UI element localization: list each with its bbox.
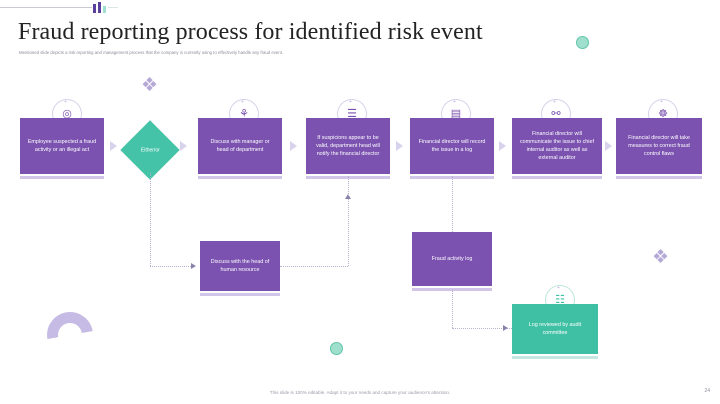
step-6-label: Financial director will take measures to… [628, 135, 690, 157]
process-box-step-1[interactable]: Employee suspected a fraud activity or a… [20, 118, 104, 174]
branch-line-vertical [150, 173, 151, 266]
step-5-icon-glyph: ⚯ [551, 107, 561, 120]
step-4-label: Financial director will record the issue… [418, 139, 486, 153]
box-shadow-bar [512, 356, 598, 359]
plus-accent-icon: + [553, 99, 556, 105]
process-box-step-3[interactable]: If suspicions appear to be valid, depart… [306, 118, 390, 174]
step-1-label: Employee suspected a fraud activity or a… [27, 139, 97, 153]
connector-arrow-3 [290, 141, 297, 151]
branch-arrowhead [191, 263, 196, 269]
box-shadow-bar [616, 176, 702, 179]
audit-step-icon-glyph: ☷ [555, 293, 565, 306]
process-box-step-5[interactable]: Financial director will communicate the … [512, 118, 602, 174]
step-4-icon-glyph: ▤ [450, 107, 462, 120]
four-point-star-icon: ❖ [141, 75, 159, 96]
process-box-fraud-log[interactable]: Fraud activity log [412, 232, 492, 286]
log-to-audit-line-vertical [452, 290, 453, 328]
connector-arrow-1 [110, 141, 117, 151]
hr-to-step3-line-vertical [348, 199, 349, 266]
decision-label: Either/or [140, 147, 160, 153]
box-shadow-bar [198, 176, 282, 179]
box-shadow-bar [512, 176, 602, 179]
plus-accent-icon: + [64, 99, 67, 105]
hr-to-step3-arrowhead [345, 194, 351, 199]
plus-accent-icon: + [660, 99, 663, 105]
top-accent-bars [93, 2, 106, 13]
connector-arrow-4 [396, 141, 403, 151]
plus-accent-icon: + [453, 99, 456, 105]
plus-accent-icon: + [557, 285, 560, 291]
step-2-icon-glyph: ⚘ [239, 107, 249, 120]
connector-arrow-5 [499, 141, 506, 151]
box-shadow-bar [412, 288, 492, 291]
process-box-hr[interactable]: Discuss with the head of human resource [200, 241, 280, 291]
page-subtitle: Mentioned slide depicts a risk reporting… [19, 50, 284, 55]
branch-line-horizontal [150, 266, 193, 267]
page-number: 24 [704, 388, 710, 394]
process-box-step-4[interactable]: Financial director will record the issue… [410, 118, 494, 174]
box-shadow-bar [20, 176, 104, 179]
step-5-label: Financial director will communicate the … [519, 131, 594, 161]
decision-diamond[interactable]: Either/or [120, 120, 180, 180]
step-3-label: If suspicions appear to be valid, depart… [316, 135, 380, 157]
connector-arrow-6 [605, 141, 612, 151]
audit-step-label: Log reviewed by audit committee [528, 322, 582, 336]
log-to-audit-line-horizontal [452, 328, 514, 329]
step-6-icon-glyph: ☸ [658, 107, 668, 120]
footer-note: This slide is 100% editable. Adapt it to… [269, 390, 451, 395]
top-divider-line-secondary [108, 7, 118, 8]
box-shadow-bar [200, 293, 280, 296]
page-title: Fraud reporting process for identified r… [18, 19, 483, 45]
plus-accent-icon: + [241, 99, 244, 105]
plus-accent-icon: + [349, 99, 352, 105]
hr-to-step3-line-horizontal [280, 266, 348, 267]
step3-stub-line [348, 176, 349, 196]
connector-arrow-2 [180, 141, 187, 151]
top-divider-line [0, 7, 92, 8]
purple-arc-decoration-icon [37, 302, 103, 368]
teal-circle-decoration-icon [330, 342, 343, 355]
step4-to-log-line [452, 176, 453, 232]
log-to-audit-arrowhead [503, 325, 508, 331]
step-1-icon-glyph: ◎ [62, 107, 72, 120]
four-point-star-icon: ❖ [652, 247, 670, 268]
process-box-audit-committee[interactable]: Log reviewed by audit committee [512, 304, 598, 354]
hr-step-label: Discuss with the head of human resource [210, 259, 270, 273]
process-box-step-6[interactable]: Financial director will take measures to… [616, 118, 702, 174]
process-box-step-2[interactable]: Discuss with manager or head of departme… [198, 118, 282, 174]
step-3-icon-glyph: ☰ [347, 107, 357, 120]
step-2-label: Discuss with manager or head of departme… [210, 139, 270, 153]
teal-circle-decoration-icon [576, 36, 589, 49]
fraud-log-label: Fraud activity log [431, 256, 473, 262]
